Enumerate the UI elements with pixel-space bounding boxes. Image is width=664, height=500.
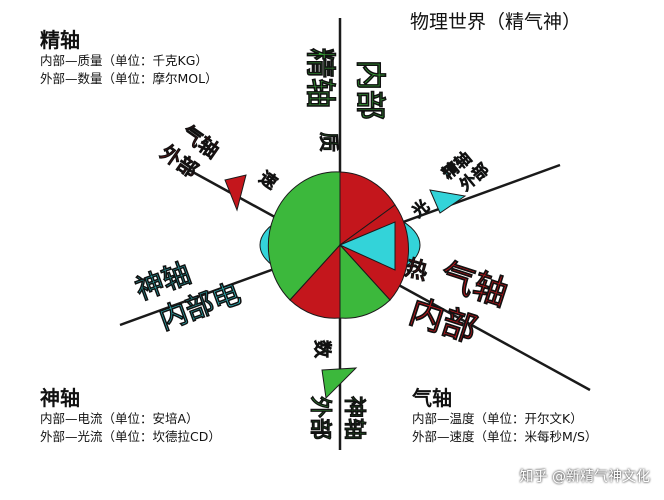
jing-line-2: 外部—数量（单位：摩尔MOL） [40,71,218,86]
shen-line-2: 外部—光流（单位：坎德拉CD） [40,429,221,444]
shen-line-1: 内部—电流（单位：安培A） [40,411,199,426]
page-title: 物理世界（精气神） [410,11,582,33]
jing-legend: 精轴 内部—质量（单位：千克KG） 外部—数量（单位：摩尔MOL） [40,28,218,88]
qi-outer-label: 气轴 外部 [156,120,224,183]
red-segment-top [339,171,396,246]
svg-text:速: 速 [255,167,281,194]
cyan-triangle [429,189,467,214]
jing-heading: 精轴 [40,28,80,52]
jing-line-1: 内部—质量（单位：千克KG） [40,53,208,68]
qi-legend: 气轴 内部—温度（单位：开尔文K） 外部—速度（单位：米每秒M/S） [412,386,597,446]
red-triangle [224,174,247,212]
qi-line-1: 内部—温度（单位：开尔文K） [412,411,583,426]
green-triangle [321,367,358,400]
shen-heading: 神轴 [40,386,80,410]
qi-line-2: 外部—速度（单位：米每秒M/S） [412,429,598,444]
speed-char: 速 [255,167,282,195]
svg-text:内部: 内部 [352,60,387,120]
svg-text:精轴: 精轴 [302,48,337,108]
svg-text:质: 质 [317,132,341,152]
green-segment-left [267,171,341,301]
shen-inner-label: 神轴 内部电 [131,256,245,336]
svg-text:神轴: 神轴 [341,396,367,440]
svg-text:数: 数 [311,340,333,359]
mass-char: 质 [317,132,342,153]
count-char: 数 [311,340,334,360]
jing-axis-label: 精轴 [302,48,338,109]
shen-outer-label: 神轴 外部 [307,396,368,441]
jing-inner-label: 内部 [352,60,388,121]
shen-legend: 神轴 内部—电流（单位：安培A） 外部—光流（单位：坎德拉CD） [40,386,221,446]
cyan-right-label: 精轴 外部 [438,148,493,196]
cyan-wedge [338,221,396,271]
watermark: 知乎 @新精气神文化 [519,469,650,485]
green-segment-bottom [339,243,391,319]
qi-heading: 气轴 [412,386,452,410]
qi-inner-label: 气轴 内部 [404,255,512,351]
red-segment-bottom [289,243,341,319]
svg-text:外部: 外部 [307,396,333,440]
